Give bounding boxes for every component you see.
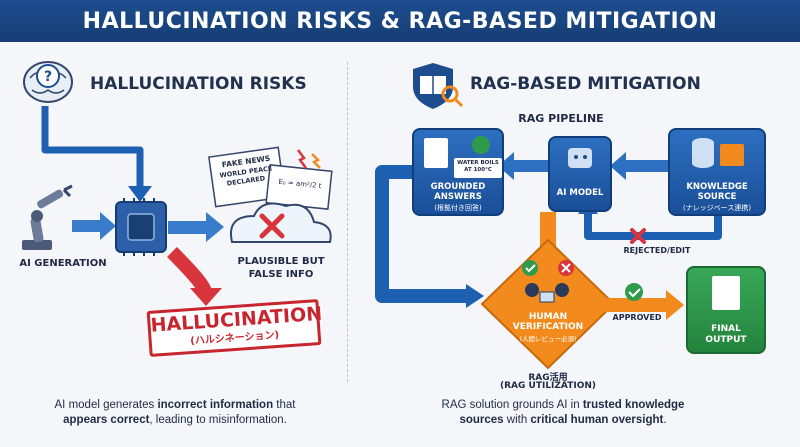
svg-text:?: ? xyxy=(44,69,52,85)
database-icon xyxy=(692,138,714,168)
robot-icon xyxy=(568,148,592,168)
knowledge-jp: (ナレッジベース連携) xyxy=(682,204,752,212)
plausible-line2: FALSE INFO xyxy=(248,269,314,280)
approved-label: APPROVED xyxy=(612,313,662,322)
ai-model-box: AI MODEL xyxy=(548,136,612,212)
right-caption: RAG solution grounds AI in trusted knowl… xyxy=(441,399,685,426)
grounded-jp: (根拠付き回答) xyxy=(434,204,482,212)
grounded-line1: GROUNDED xyxy=(430,182,486,192)
human-line1: HUMAN xyxy=(528,312,568,322)
cloud-error-icon xyxy=(230,202,332,243)
final-line1: FINAL xyxy=(711,324,741,334)
water-note: WATER BOILS AT 100°C xyxy=(454,158,502,178)
rag-pipeline-label: RAG PIPELINE xyxy=(518,112,604,125)
clipboard-icon xyxy=(424,138,448,168)
grounded-line2: ANSWERS xyxy=(434,192,482,202)
left-section-title: HALLUCINATION RISKS xyxy=(90,74,307,94)
robot-arm-icon xyxy=(22,184,73,250)
knowledge-source-box: KNOWLEDGE SOURCE (ナレッジベース連携) xyxy=(668,128,766,216)
knowledge-line2: SOURCE xyxy=(697,192,737,202)
final-line2: OUTPUT xyxy=(705,335,747,345)
rag-jp-label: RAG活用 xyxy=(528,373,568,383)
document-icon xyxy=(712,276,740,310)
brain-question-icon: ? xyxy=(23,61,73,103)
human-jp: (人間レビュー必須) xyxy=(519,335,577,343)
page-title: HALLUCINATION RISKS & RAG-BASED MITIGATI… xyxy=(82,8,718,34)
rag-en-label: (RAG UTILIZATION) xyxy=(500,381,596,391)
final-output-box: FINAL OUTPUT xyxy=(686,266,766,354)
right-section-title: RAG-BASED MITIGATION xyxy=(470,74,701,94)
rejected-label: REJECTED/EDIT xyxy=(623,246,691,255)
plausible-line1: PLAUSIBLE BUT xyxy=(237,256,325,267)
fake-news-icon xyxy=(208,146,333,210)
ai-chip-icon xyxy=(115,198,167,256)
knowledge-line1: KNOWLEDGE xyxy=(686,182,748,192)
check-icon xyxy=(472,136,490,154)
books-icon xyxy=(720,144,744,166)
ai-model-label: AI MODEL xyxy=(556,188,604,198)
section-divider xyxy=(347,62,348,382)
ai-generation-label: AI GENERATION xyxy=(19,258,107,269)
human-line2: VERIFICATION xyxy=(512,322,584,332)
human-verification-diamond xyxy=(480,238,616,370)
left-caption: AI model generates incorrect information… xyxy=(54,399,296,426)
book-magnifier-icon xyxy=(413,63,464,109)
title-banner: HALLUCINATION RISKS & RAG-BASED MITIGATI… xyxy=(0,0,800,42)
grounded-answers-box: WATER BOILS AT 100°C GROUNDED ANSWERS (根… xyxy=(412,128,504,216)
